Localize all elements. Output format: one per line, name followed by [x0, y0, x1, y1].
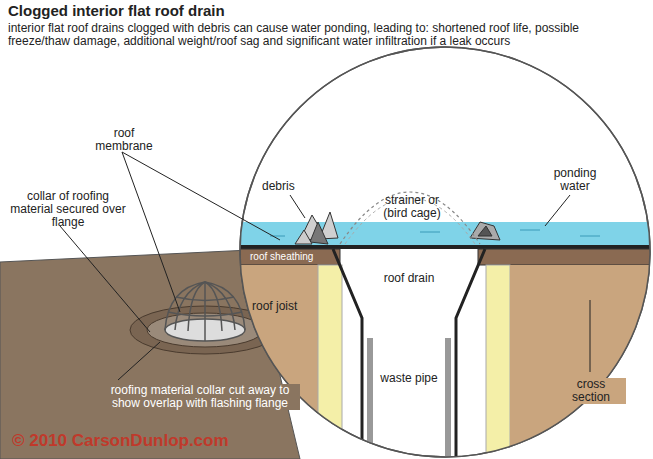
sheathing-right: [478, 249, 653, 265]
part-label: roof joist: [252, 300, 302, 313]
part-label: strainer or (bird cage): [372, 194, 452, 220]
part-label: cross section: [556, 378, 626, 404]
waste-pipe-walls: [370, 338, 448, 459]
part-label: debris: [262, 180, 312, 193]
description: interior flat roof drains clogged with d…: [8, 22, 618, 48]
blocking-right: [486, 265, 510, 459]
roof-joist-right: [510, 265, 653, 459]
part-label: roofing material collar cut away to show…: [100, 384, 300, 410]
strainer-cage: [340, 192, 480, 244]
drain-body-right: [456, 249, 485, 459]
dome-strainer: [165, 282, 245, 341]
drain-body-left: [333, 249, 362, 459]
roof-joist-left: [240, 265, 320, 459]
sheathing-left: [240, 249, 340, 265]
blocking-left: [318, 265, 342, 459]
part-label: roof drain: [380, 272, 438, 285]
part-label: collar of roofing material secured over …: [8, 190, 128, 230]
circle-outline: [240, 47, 650, 457]
watermark: © 2010 CarsonDunlop.com: [12, 432, 312, 451]
roof-membrane: [240, 245, 653, 249]
part-label: waste pipe: [380, 372, 438, 385]
part-label: roof sheathing: [250, 251, 340, 262]
title: Clogged interior flat roof drain: [8, 3, 225, 20]
leader-lines: [60, 152, 590, 380]
part-label: ponding water: [540, 167, 610, 193]
part-label: roof membrane: [84, 127, 164, 153]
ponding-water: [240, 222, 653, 246]
